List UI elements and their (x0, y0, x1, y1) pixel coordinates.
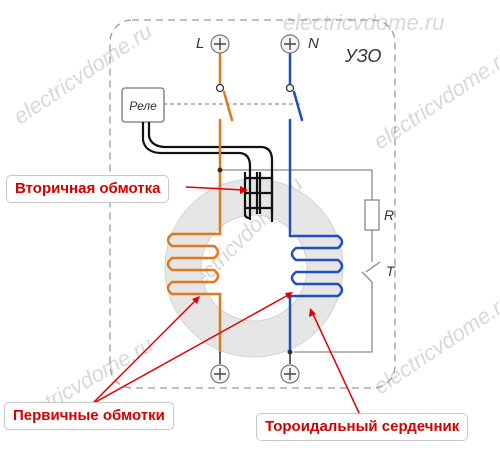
neutral-contact (292, 90, 304, 122)
resistor (364, 199, 380, 231)
terminal-line-label: L (196, 35, 204, 52)
terminal-neutral-label: N (308, 35, 319, 52)
watermark-layer: electricvdome.ru electricvdome.ru electr… (5, 10, 500, 434)
device-boundary (109, 19, 396, 389)
resistor-label: R (384, 207, 394, 223)
wire-to-bottom-terminals (219, 352, 291, 364)
test-button-label: T (386, 263, 396, 279)
callout-pointers (91, 186, 361, 416)
terminal-bottom-line (210, 364, 230, 384)
toroidal-core (165, 179, 343, 357)
line-contact (222, 90, 234, 122)
test-circuit (218, 169, 381, 353)
terminal-top-neutral (280, 34, 300, 54)
device-name: УЗО (344, 46, 381, 66)
neutral-conductor (288, 50, 344, 354)
contact-pins (215, 83, 295, 93)
watermark-right: electricvdome.ru (369, 43, 500, 154)
callout-pointer-heads (192, 186, 316, 317)
watermark-top: electricvdome.ru (283, 10, 444, 35)
secondary-winding (141, 122, 274, 222)
terminal-top-line (210, 34, 230, 54)
relay-label: Реле (129, 99, 157, 113)
label-secondary-winding: Вторичная обмотка (6, 175, 170, 203)
toroidal-core-inner-edge (200, 214, 308, 322)
label-toroidal-core: Тороидальный сердечник (256, 413, 469, 441)
terminal-bottom-neutral (280, 364, 300, 384)
line-conductor (166, 50, 234, 354)
label-primary-windings: Первичные обмотки (4, 402, 174, 430)
